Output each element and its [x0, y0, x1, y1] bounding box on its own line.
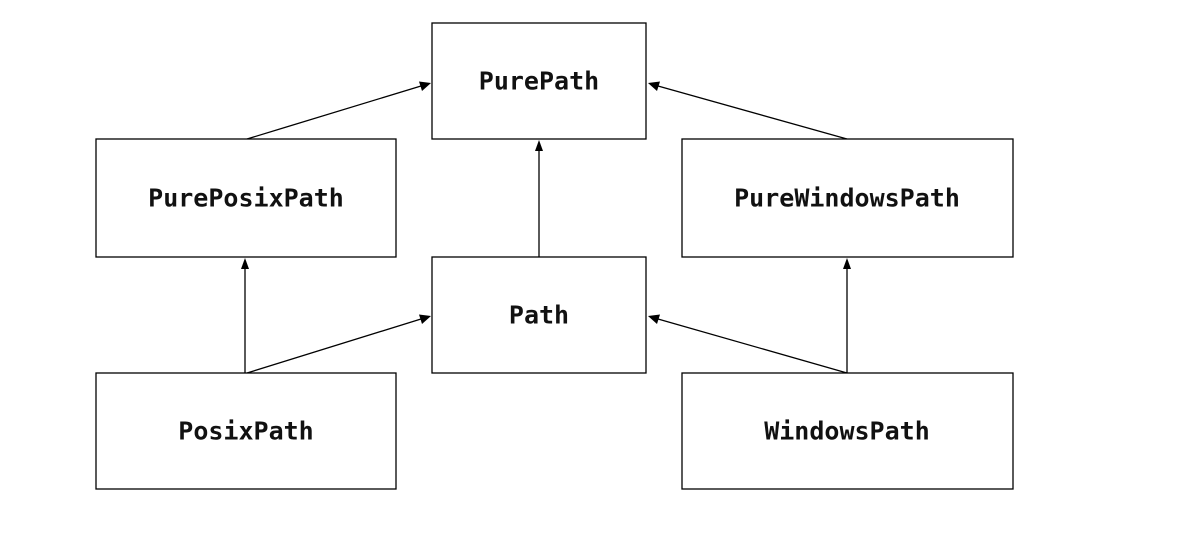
edge-purewindowspath-to-purepath: [657, 85, 848, 140]
edge-pureposixpath-to-purepath: [246, 85, 422, 140]
node-label-posixpath: PosixPath: [178, 417, 313, 446]
arrowhead-path-to-purepath: [535, 140, 543, 151]
node-purewindowspath: PureWindowsPath: [681, 138, 1014, 258]
node-label-purewindowspath: PureWindowsPath: [734, 184, 960, 213]
node-windowspath: WindowsPath: [681, 372, 1014, 490]
node-purepath: PurePath: [431, 22, 647, 140]
edges: [241, 81, 851, 374]
arrowhead-pureposixpath-to-purepath: [419, 81, 431, 91]
arrowhead-windowspath-to-purewindowspath: [843, 258, 851, 269]
node-label-purepath: PurePath: [479, 67, 599, 96]
node-label-path: Path: [509, 301, 569, 330]
node-box-purewindowspath: [681, 138, 1014, 258]
node-box-windowspath: [681, 372, 1014, 490]
node-box-path: [431, 256, 647, 374]
node-path: Path: [431, 256, 647, 374]
arrowhead-posixpath-to-path: [419, 314, 431, 324]
node-pureposixpath: PurePosixPath: [95, 138, 397, 258]
node-box-posixpath: [95, 372, 397, 490]
node-label-windowspath: WindowsPath: [764, 417, 930, 446]
arrowhead-windowspath-to-path: [648, 314, 660, 324]
node-posixpath: PosixPath: [95, 372, 397, 490]
edge-posixpath-to-path: [246, 318, 422, 374]
node-box-purepath: [431, 22, 647, 140]
node-box-pureposixpath: [95, 138, 397, 258]
arrowhead-purewindowspath-to-purepath: [648, 81, 660, 91]
node-label-pureposixpath: PurePosixPath: [148, 184, 344, 213]
edge-windowspath-to-path: [657, 318, 848, 374]
arrowhead-posixpath-to-pureposixpath: [241, 258, 249, 269]
